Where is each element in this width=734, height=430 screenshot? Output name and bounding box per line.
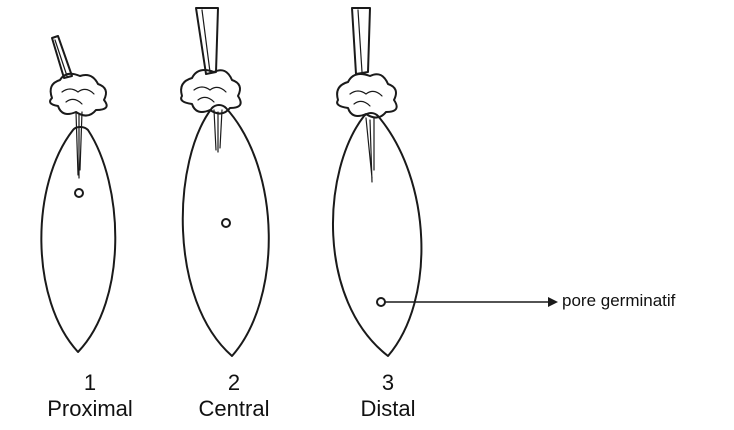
caption-number-1: 1 [20, 370, 160, 396]
pore-proximal [75, 189, 83, 197]
caption-number-2: 2 [164, 370, 304, 396]
caption-label-proximal: Proximal [20, 396, 160, 422]
pore-central [222, 219, 230, 227]
caption-label-central: Central [164, 396, 304, 422]
seed-proximal [41, 36, 115, 352]
seed-distal [333, 8, 558, 356]
caption-label-distal: Distal [318, 396, 458, 422]
pore-distal [377, 298, 385, 306]
seed-central [181, 8, 269, 356]
caption-number-3: 3 [318, 370, 458, 396]
caption-central: 2 Central [164, 370, 304, 422]
pore-germinatif-label: pore germinatif [562, 291, 675, 311]
annotation-arrowhead [548, 297, 558, 307]
caption-distal: 3 Distal [318, 370, 458, 422]
caption-proximal: 1 Proximal [20, 370, 160, 422]
